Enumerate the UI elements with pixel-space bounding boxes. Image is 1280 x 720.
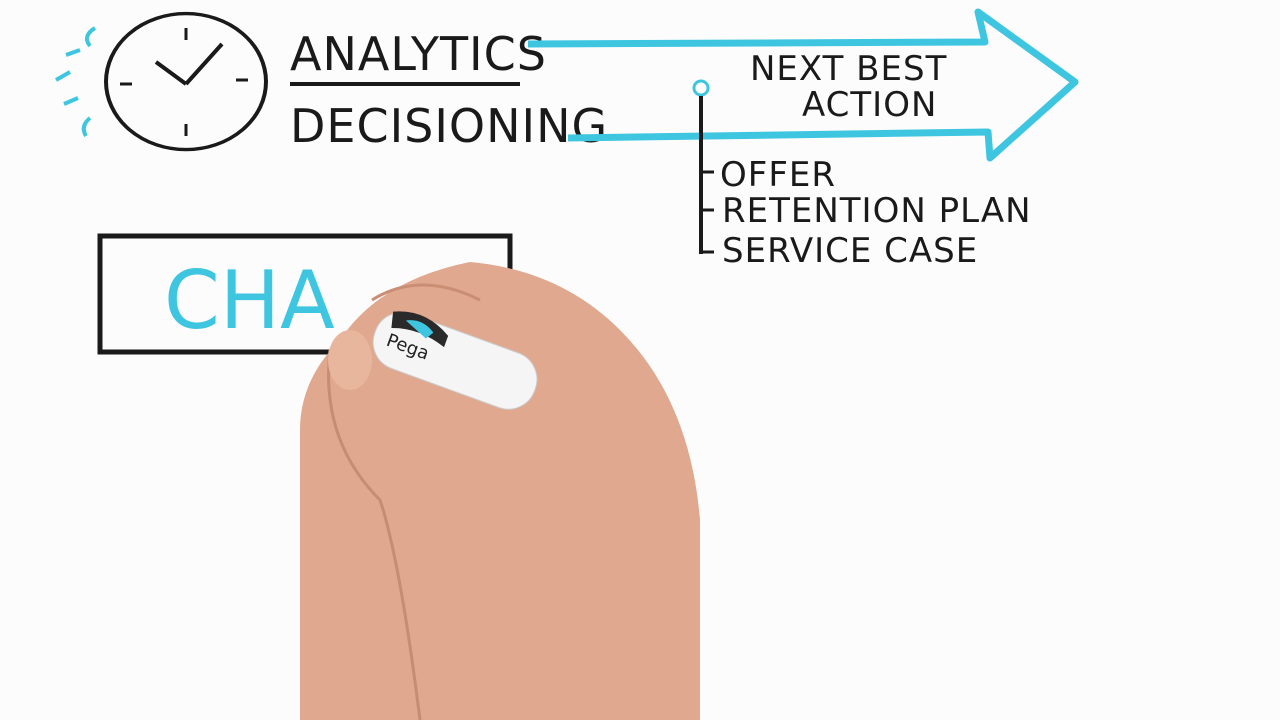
branch-retention-plan: RETENTION PLAN (722, 191, 1032, 231)
branch-service-case: SERVICE CASE (722, 231, 978, 271)
arrow-right-icon (527, 8, 1079, 162)
clock-icon (55, 11, 268, 152)
branch-offer: OFFER (720, 155, 836, 195)
box-partial-text: CHA (164, 254, 335, 347)
next-best-label: NEXT BEST (750, 49, 947, 89)
hand (300, 262, 700, 720)
analytics-label: ANALYTICS (290, 27, 547, 81)
decisioning-label: DECISIONING (290, 99, 608, 153)
marker: Pega (372, 311, 538, 410)
action-label: ACTION (802, 85, 937, 125)
branch-tree (692, 79, 714, 254)
